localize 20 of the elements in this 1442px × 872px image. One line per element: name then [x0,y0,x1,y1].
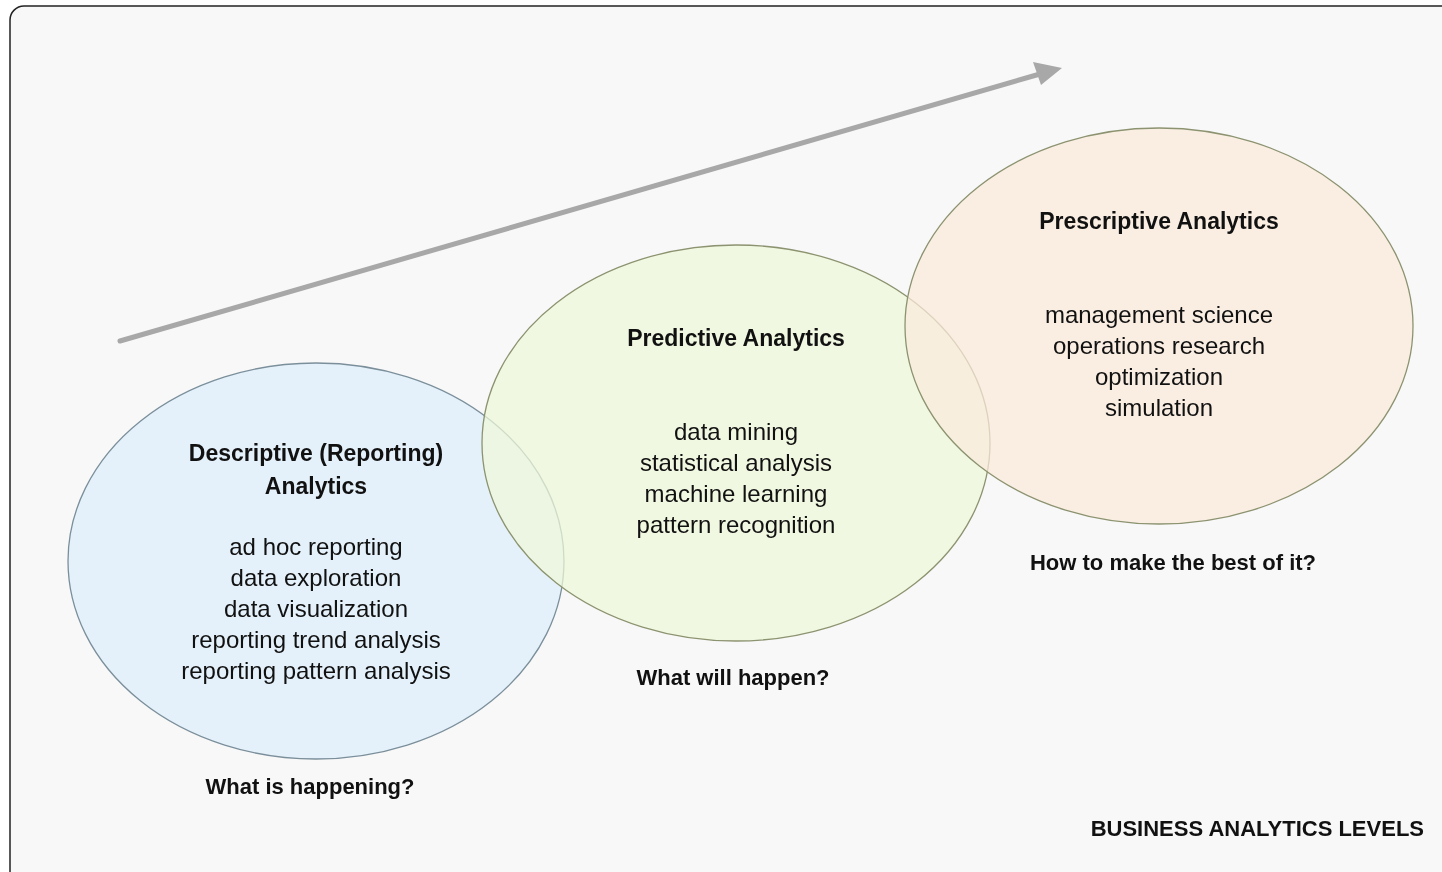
question-text: What will happen? [636,664,830,692]
list-item: data exploration [230,563,402,593]
list-item: reporting trend analysis [191,625,441,655]
question-text: How to make the best of it? [1030,549,1316,577]
list-item: pattern recognition [636,510,836,540]
list-item: simulation [1104,393,1213,423]
list-item: machine learning [644,479,828,509]
caption: BUSINESS ANALYTICS LEVELS [1090,815,1424,843]
heading: Predictive Analytics [627,324,845,353]
list-item: reporting pattern analysis [181,656,451,686]
list-item: operations research [1052,331,1266,361]
list-item: management science [1044,300,1274,330]
list-item: data visualization [223,594,409,624]
list-item: statistical analysis [639,448,833,478]
list-item: data mining [673,417,799,447]
list-item: ad hoc reporting [229,532,403,562]
heading: Descriptive (Reporting) Analytics [187,439,445,501]
list-item: optimization [1094,362,1224,392]
heading: Prescriptive Analytics [1039,207,1279,236]
question-text: What is happening? [205,773,415,801]
